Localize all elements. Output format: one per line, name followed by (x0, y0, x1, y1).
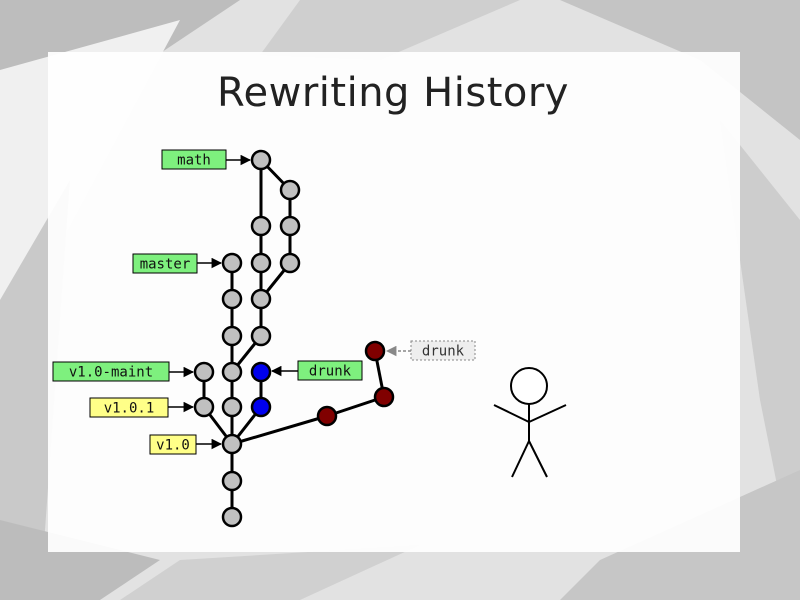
stick-figure-left-arm (493, 404, 530, 423)
ghost-label-drunk: drunk (422, 344, 465, 360)
drunk-commit-node (250, 396, 272, 418)
stick-figure-right-arm (528, 404, 567, 423)
commit-node (221, 361, 243, 383)
commit-node (221, 506, 243, 528)
commit-node (221, 252, 243, 274)
branch-label-math: math (177, 153, 211, 169)
tag-label-v1-0: v1.0 (156, 438, 190, 454)
ref-v1-0: v1.0 (149, 434, 223, 455)
branch-label-box (297, 360, 363, 381)
ref-math: math (161, 149, 252, 170)
ref-v1-0-1: v1.0.1 (89, 397, 195, 418)
commit-node (279, 252, 301, 274)
commit-node (250, 288, 272, 310)
branch-label-v1-0-maint: v1.0-maint (69, 365, 153, 381)
abandoned-commit-node (364, 340, 386, 362)
branch-label-drunk: drunk (309, 364, 352, 380)
branch-label-master: master (140, 257, 191, 273)
ref-v1-0-maint: v1.0-maint (52, 361, 195, 382)
commit-node (250, 215, 272, 237)
commit-node (250, 325, 272, 347)
commit-node (250, 149, 272, 171)
commit-node (250, 252, 272, 274)
slide-panel (48, 52, 740, 552)
stick-figure-left-leg (511, 440, 530, 478)
commit-node (221, 433, 243, 455)
slide-title: Rewriting History (217, 70, 569, 116)
stick-figure-right-leg (528, 440, 548, 478)
drunk-commit-node (250, 361, 272, 383)
commit-node (279, 215, 301, 237)
ref-drunk-ghost: drunk (385, 340, 476, 361)
abandoned-commit-node (316, 405, 338, 427)
stick-figure (493, 367, 567, 478)
ref-master: master (132, 253, 223, 274)
commit-nodes (193, 149, 395, 528)
ref-drunk: drunk (270, 360, 363, 381)
commit-node (193, 361, 215, 383)
commit-node (279, 179, 301, 201)
commit-node (221, 325, 243, 347)
abandoned-commit-node (373, 386, 395, 408)
commit-node (193, 396, 215, 418)
tag-label-v1-0-1: v1.0.1 (104, 401, 155, 417)
commit-node (221, 470, 243, 492)
commit-node (221, 288, 243, 310)
edge (231, 414, 328, 446)
commit-node (221, 396, 243, 418)
ghost-label-box (410, 340, 476, 361)
stick-figure-head (510, 367, 548, 405)
